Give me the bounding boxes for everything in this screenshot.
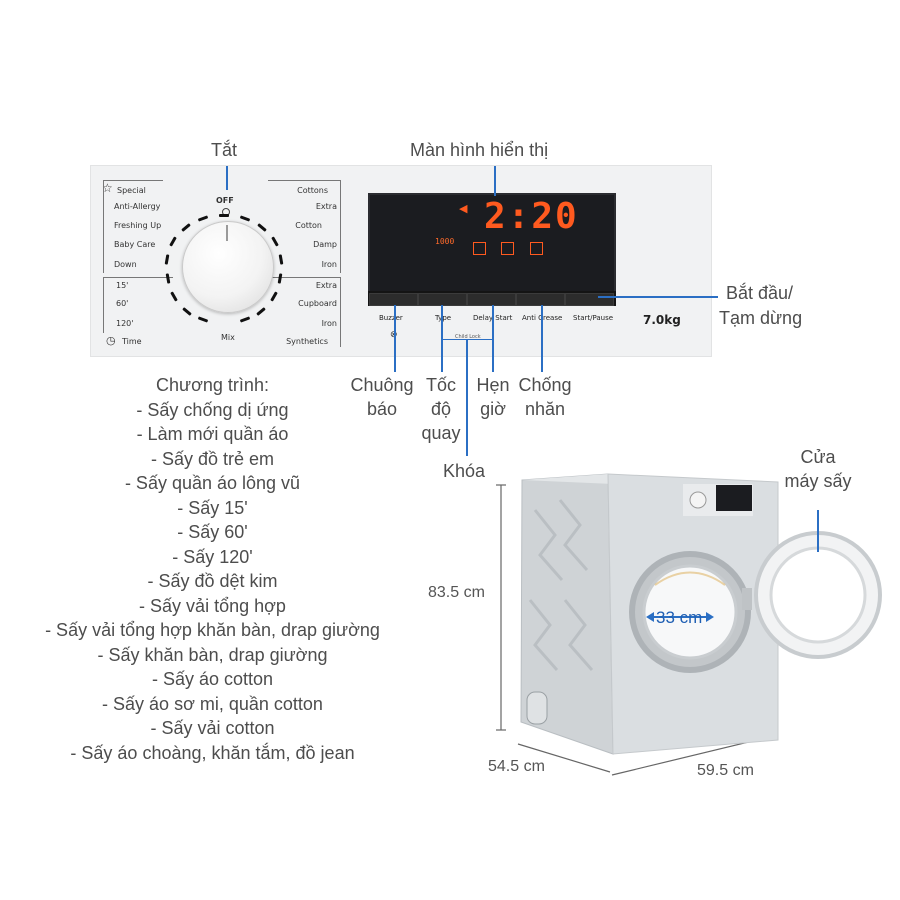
bracket-line <box>103 277 104 333</box>
type-button-label: Type <box>435 314 452 322</box>
bracket-line <box>262 277 340 278</box>
program-synthetic-iron: Iron <box>321 319 337 328</box>
star-icon: ☆ <box>102 181 113 195</box>
program-damp: Damp <box>313 240 337 249</box>
start-annotation: Bắt đầu/ <box>726 283 794 303</box>
program-item: - Sấy quần áo lông vũ <box>124 473 301 493</box>
clock-icon: ◷ <box>106 335 116 347</box>
bracket-line <box>103 277 173 278</box>
speed-display: 1000 <box>435 237 455 246</box>
program-baby-care: Baby Care <box>114 240 156 249</box>
drum-dimension: 33 cm <box>656 608 703 627</box>
start-annotation-2: Tạm dừng <box>719 308 803 328</box>
start-pointer-line <box>598 296 718 298</box>
program-dial-knob[interactable] <box>182 221 274 313</box>
start-pause-button[interactable] <box>565 293 614 306</box>
program-item: - Sấy vải tổng hợp <box>139 595 286 616</box>
delay-pointer-line <box>492 305 494 372</box>
off-pointer-line <box>226 166 228 190</box>
buzzer-annotation: Chuông <box>350 375 414 395</box>
bracket-line <box>103 180 163 181</box>
buzzer-annotation-2: báo <box>366 399 398 419</box>
program-list-title: Chương trình: <box>156 375 269 395</box>
door-annotation: Cửa <box>800 447 836 467</box>
program-cotton: Cotton <box>295 221 322 230</box>
program-15: 15' <box>116 281 129 290</box>
start-pause-button-label: Start/Pause <box>573 314 614 322</box>
anti-crease-button[interactable] <box>516 293 565 306</box>
width-dimension: 59.5 cm <box>697 762 754 779</box>
off-annotation: Tắt <box>211 140 238 160</box>
dryer-illustration <box>496 473 882 776</box>
program-item: - Sấy vải tổng hợp khăn bàn, drap giường <box>45 620 380 640</box>
program-item: - Sấy 15' <box>177 497 248 518</box>
buzzer-icon: ◀ <box>459 203 468 215</box>
program-item: - Làm mới quần áo <box>136 424 289 444</box>
program-item: - Sấy 120' <box>172 546 253 567</box>
lock-pointer-line <box>466 339 468 456</box>
program-iron: Iron <box>321 260 337 269</box>
speed-annotation-2: độ <box>430 399 452 419</box>
program-list: Chương trình: - Sấy chống dị ứng - Làm m… <box>20 373 405 765</box>
program-item: - Sấy 60' <box>177 522 248 542</box>
buzzer-pointer-line <box>394 305 396 372</box>
anti-crease-annotation-2: nhăn <box>524 399 566 419</box>
led-icon-2 <box>501 242 514 255</box>
program-time: Time <box>122 337 142 346</box>
program-item: - Sấy vải cotton <box>150 718 275 738</box>
program-cotton-extra: Extra <box>315 202 337 211</box>
led-icon-1 <box>473 242 486 255</box>
speed-annotation-3: quay <box>421 423 461 443</box>
program-down: Down <box>114 260 137 269</box>
program-item: - Sấy đồ trẻ em <box>150 448 275 469</box>
lock-annotation: Khóa <box>443 461 486 481</box>
door-annotation-2: máy sấy <box>784 471 852 491</box>
buzzer-button[interactable] <box>369 293 418 306</box>
program-special: Special <box>117 186 146 195</box>
program-item: - Sấy áo choàng, khăn tắm, đồ jean <box>70 742 355 763</box>
display-annotation: Màn hình hiển thị <box>410 140 549 160</box>
program-synthetic-extra: Extra <box>315 281 337 290</box>
speed-pointer-line <box>441 305 443 372</box>
child-lock-label: Child Lock <box>455 334 481 340</box>
buzzer-button-label: Buzzer <box>379 314 403 322</box>
bracket-line <box>103 180 104 273</box>
program-synthetics: Synthetics <box>286 337 328 346</box>
program-cottons: Cottons <box>297 186 328 195</box>
depth-dimension: 54.5 cm <box>488 758 545 775</box>
buzzer-mute-icon: ⊗ <box>390 329 398 340</box>
display-pointer-line <box>494 166 496 196</box>
time-display: 2:20 <box>484 196 579 237</box>
program-item: - Sấy áo cotton <box>151 669 274 689</box>
bracket-line <box>268 180 340 181</box>
program-120: 120' <box>116 319 134 328</box>
dial-indicator <box>226 225 228 241</box>
delay-annotation-2: giờ <box>480 399 506 419</box>
program-item: - Sấy áo sơ mi, quần cotton <box>102 693 323 714</box>
program-anti-allergy: Anti-Allergy <box>114 202 161 211</box>
program-item: - Sấy chống dị ứng <box>136 399 289 420</box>
program-item: - Sấy khăn bàn, drap giường <box>97 644 328 665</box>
off-label: OFF <box>216 196 234 205</box>
program-freshing-up: Freshing Up <box>114 221 162 230</box>
program-60: 60' <box>116 299 129 308</box>
led-icon-3 <box>530 242 543 255</box>
mix-label: Mix <box>221 333 235 342</box>
delay-start-button[interactable] <box>467 293 516 306</box>
anti-crease-annotation: Chống <box>518 375 572 395</box>
bracket-line <box>340 277 341 347</box>
capacity-label: 7.0kg <box>643 313 681 327</box>
dial-tick <box>219 214 229 217</box>
delay-annotation: Hẹn <box>476 375 510 395</box>
program-item: - Sấy đồ dệt kim <box>147 571 278 591</box>
anti-crease-pointer-line <box>541 305 543 372</box>
height-dimension: 83.5 cm <box>428 584 485 601</box>
speed-annotation: Tốc <box>425 375 456 395</box>
bracket-line <box>340 180 341 273</box>
program-cupboard: Cupboard <box>298 299 337 308</box>
